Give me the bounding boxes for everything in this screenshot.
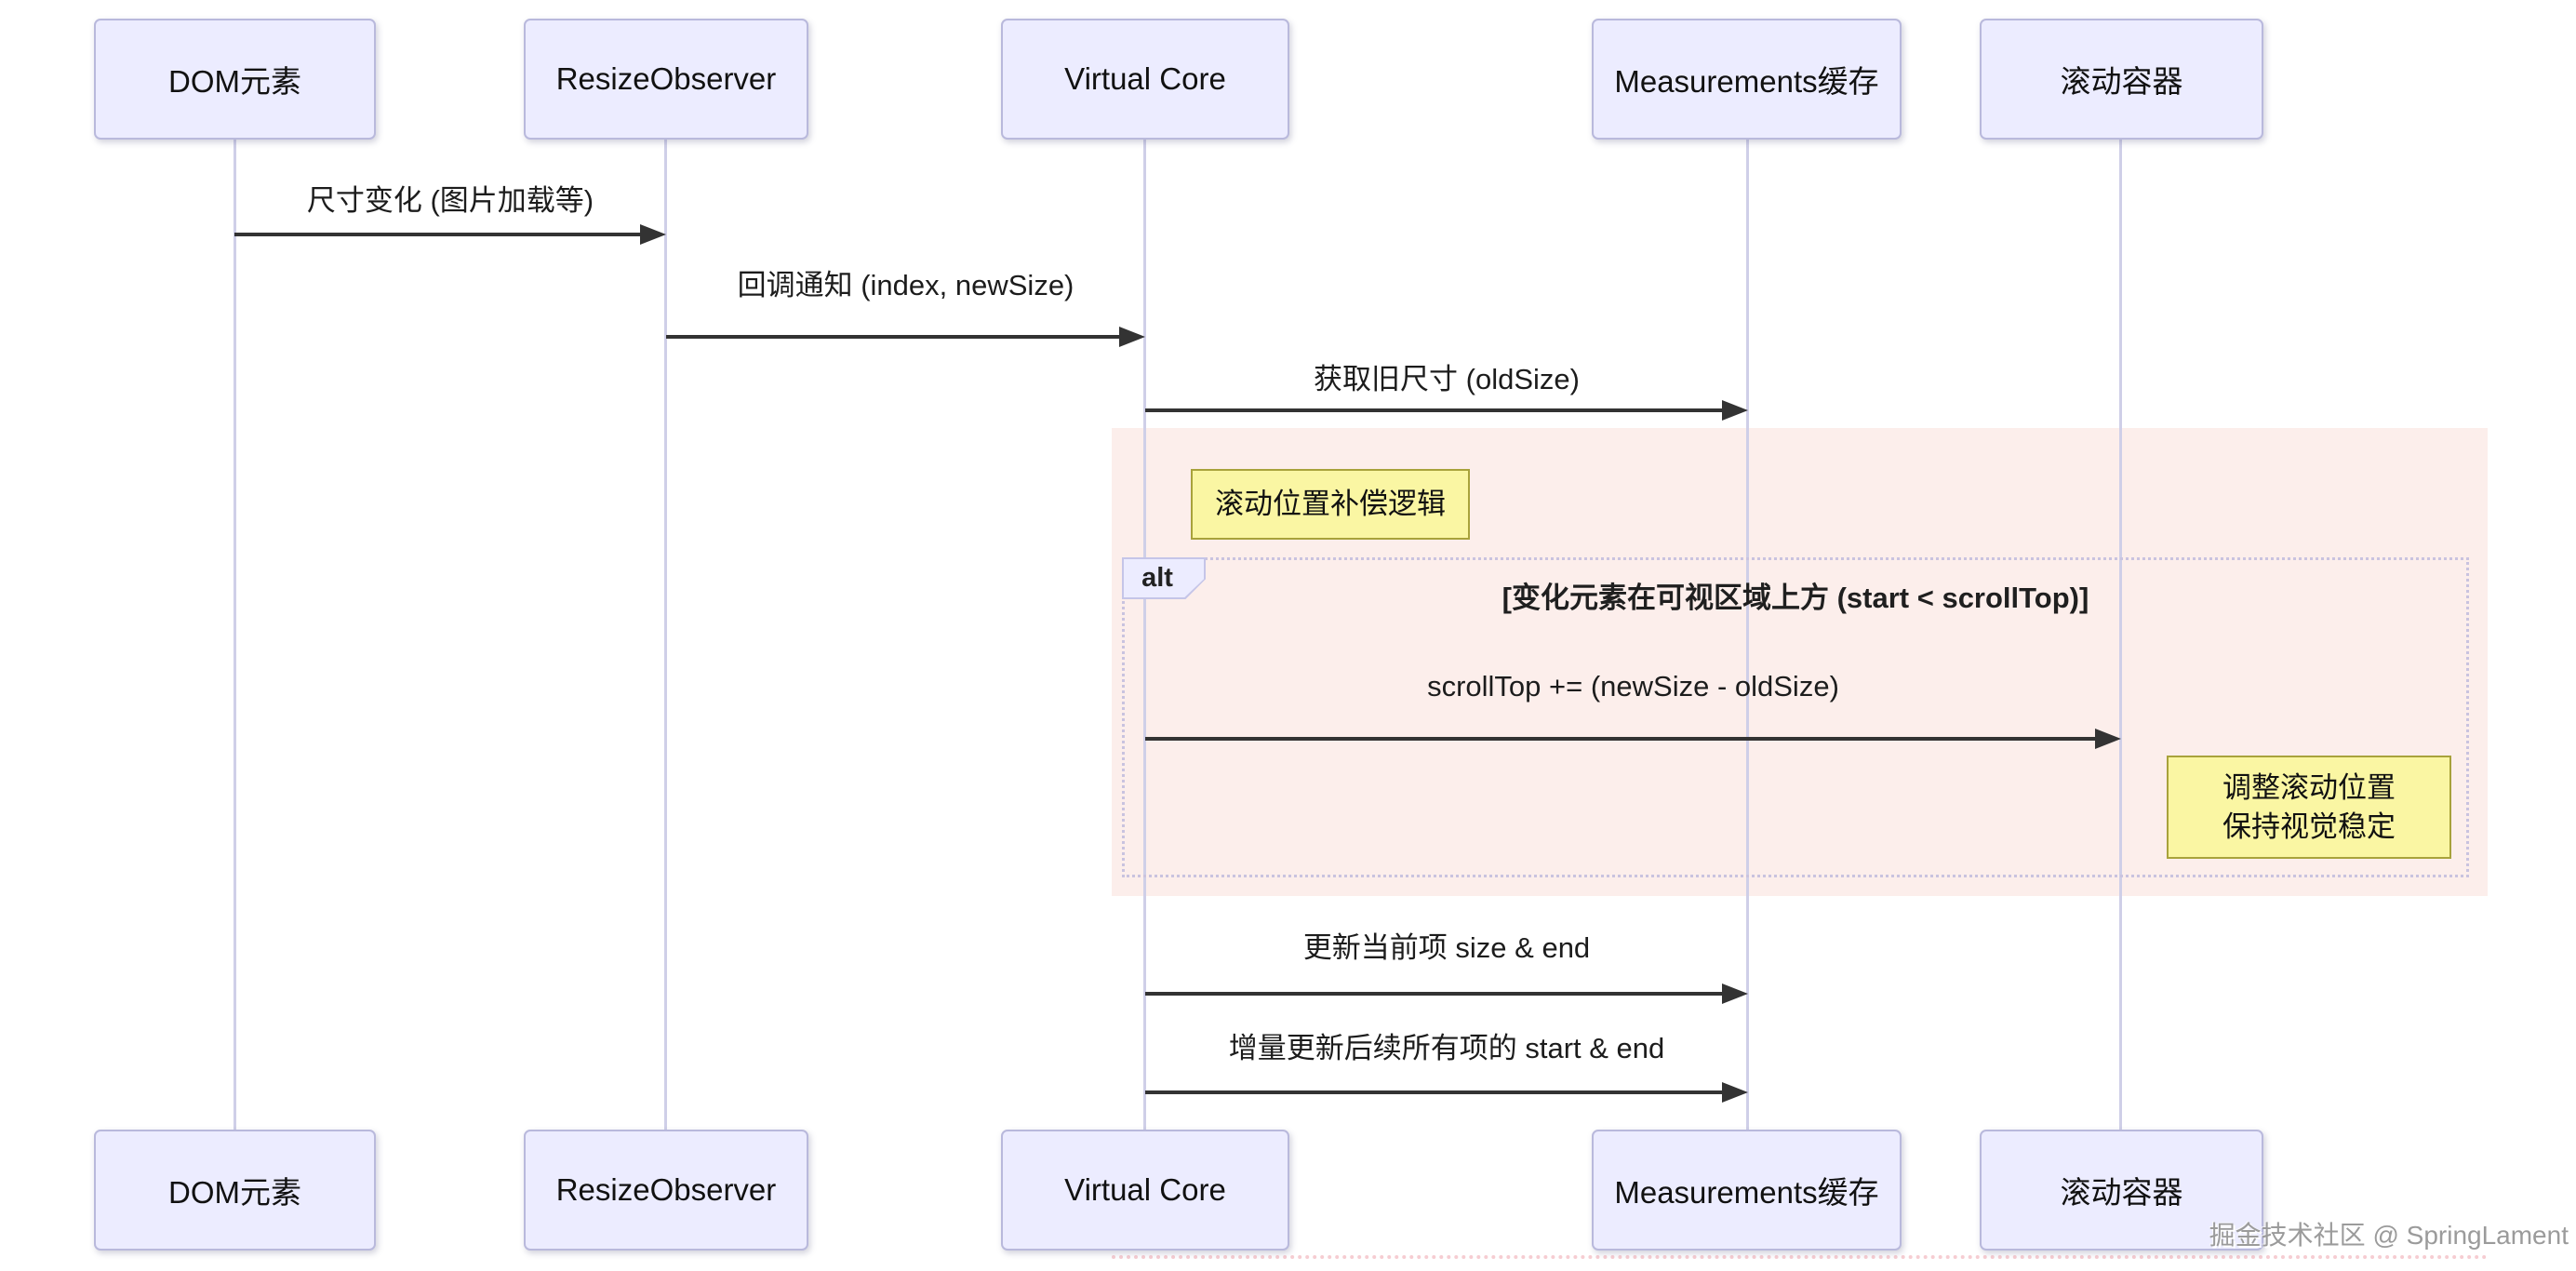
- message-arrowhead-icon: [1722, 983, 1748, 1004]
- message-line: [666, 335, 1119, 339]
- actor-top-dom-element: DOM元素: [94, 19, 376, 140]
- actor-label: DOM元素: [168, 64, 301, 99]
- message-label: 尺寸变化 (图片加载等): [306, 184, 594, 217]
- actor-top-scroll-container: 滚动容器: [1980, 19, 2263, 140]
- message-arrowhead-icon: [1722, 400, 1748, 421]
- lifeline-dom-element: [234, 140, 236, 1130]
- message-line: [1145, 408, 1722, 412]
- note-text-line2: 保持视觉稳定: [2222, 809, 2396, 843]
- lifeline-virtual-core: [1143, 140, 1146, 1130]
- actor-bottom-resize-observer: ResizeObserver: [524, 1130, 808, 1251]
- message-label: 回调通知 (index, newSize): [737, 269, 1074, 301]
- actor-label: ResizeObserver: [555, 1172, 777, 1207]
- actor-label: Measurements缓存: [1614, 1175, 1879, 1210]
- actor-bottom-measurements-cache: Measurements缓存: [1592, 1130, 1902, 1251]
- actor-label: ResizeObserver: [555, 61, 777, 96]
- actor-top-virtual-core: Virtual Core: [1001, 19, 1289, 140]
- actor-bottom-virtual-core: Virtual Core: [1001, 1130, 1289, 1251]
- message-line: [234, 233, 642, 236]
- message-arrowhead-icon: [1119, 327, 1145, 347]
- alt-frame-label: alt: [1124, 559, 1204, 597]
- note-text: 滚动位置补偿逻辑: [1215, 488, 1446, 520]
- actor-top-measurements-cache: Measurements缓存: [1592, 19, 1902, 140]
- actor-label: DOM元素: [168, 1175, 301, 1210]
- message-arrowhead-icon: [2095, 729, 2121, 749]
- note-scroll-compensation: 滚动位置补偿逻辑: [1191, 469, 1470, 540]
- lifeline-scroll-container: [2119, 140, 2122, 1130]
- message-label: scrollTop += (newSize - oldSize): [1427, 670, 1839, 702]
- message-line: [1145, 1090, 1722, 1094]
- alt-frame: [1122, 557, 2469, 877]
- lifeline-measurements-cache: [1746, 140, 1749, 1130]
- lifeline-resize-observer: [664, 140, 667, 1130]
- message-line: [1145, 992, 1722, 996]
- message-label: 更新当前项 size & end: [1302, 931, 1591, 964]
- actor-bottom-scroll-container: 滚动容器: [1980, 1130, 2263, 1251]
- bottom-dotted-artifact: [1112, 1255, 2488, 1259]
- actor-label: Virtual Core: [1064, 1172, 1226, 1207]
- message-arrowhead-icon: [640, 224, 666, 245]
- alt-frame-tag: alt: [1122, 557, 1206, 599]
- note-adjust-scroll: 调整滚动位置 保持视觉稳定: [2167, 756, 2451, 859]
- actor-top-resize-observer: ResizeObserver: [524, 19, 808, 140]
- message-arrowhead-icon: [1722, 1082, 1748, 1103]
- message-label: 获取旧尺寸 (oldSize): [1314, 363, 1580, 395]
- alt-frame-condition: [变化元素在可视区域上方 (start < scrollTop)]: [1502, 582, 2089, 614]
- actor-label: 滚动容器: [2060, 64, 2183, 99]
- watermark: 掘金技术社区 @ SpringLament: [2209, 1221, 2569, 1250]
- actor-bottom-dom-element: DOM元素: [94, 1130, 376, 1251]
- message-label: 增量更新后续所有项的 start & end: [1228, 1032, 1665, 1064]
- actor-label: 滚动容器: [2060, 1175, 2183, 1210]
- actor-label: Measurements缓存: [1614, 64, 1879, 99]
- message-line: [1145, 737, 2095, 741]
- note-text-line1: 调整滚动位置: [2222, 770, 2396, 804]
- actor-label: Virtual Core: [1064, 61, 1226, 96]
